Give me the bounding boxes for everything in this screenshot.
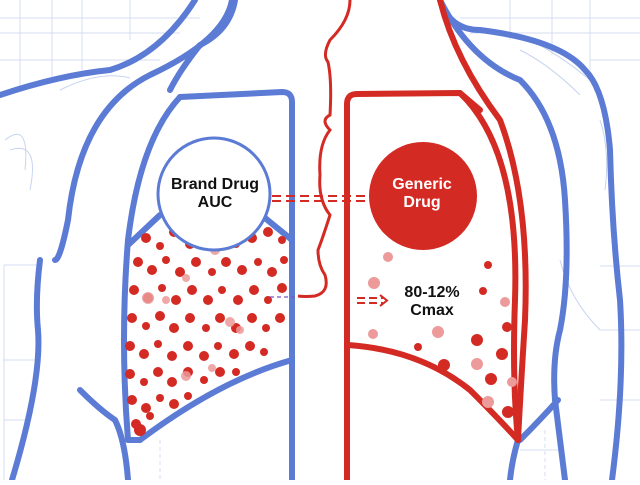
trachea-line	[297, 0, 352, 298]
left-lung-particles-faded	[142, 229, 244, 381]
generic-drug-label: Generic Drug	[370, 176, 474, 213]
generic-drug-circle	[369, 142, 477, 250]
body-outline	[0, 0, 625, 483]
generic-drug-label-line1: Generic	[392, 176, 452, 193]
circle-connector	[272, 195, 368, 202]
right-lung-particles	[368, 252, 517, 418]
left-lung-particles	[125, 227, 288, 436]
generic-drug-label-line2: Drug	[403, 194, 441, 212]
right-lung-outline	[344, 0, 529, 483]
brand-drug-circle	[156, 136, 272, 252]
cmax-annotation: 80-12% Cmax	[392, 284, 472, 321]
brand-drug-label-line2: AUC	[197, 194, 233, 212]
cmax-range-label: 80-12%	[404, 284, 460, 301]
cmax-metric-label: Cmax	[410, 302, 454, 320]
brand-drug-label-line1: Brand Drug	[171, 176, 259, 193]
left-lung-outline	[121, 89, 295, 483]
cmax-arrow	[357, 294, 389, 307]
brand-drug-auc-label: Brand Drug AUC	[160, 176, 270, 213]
